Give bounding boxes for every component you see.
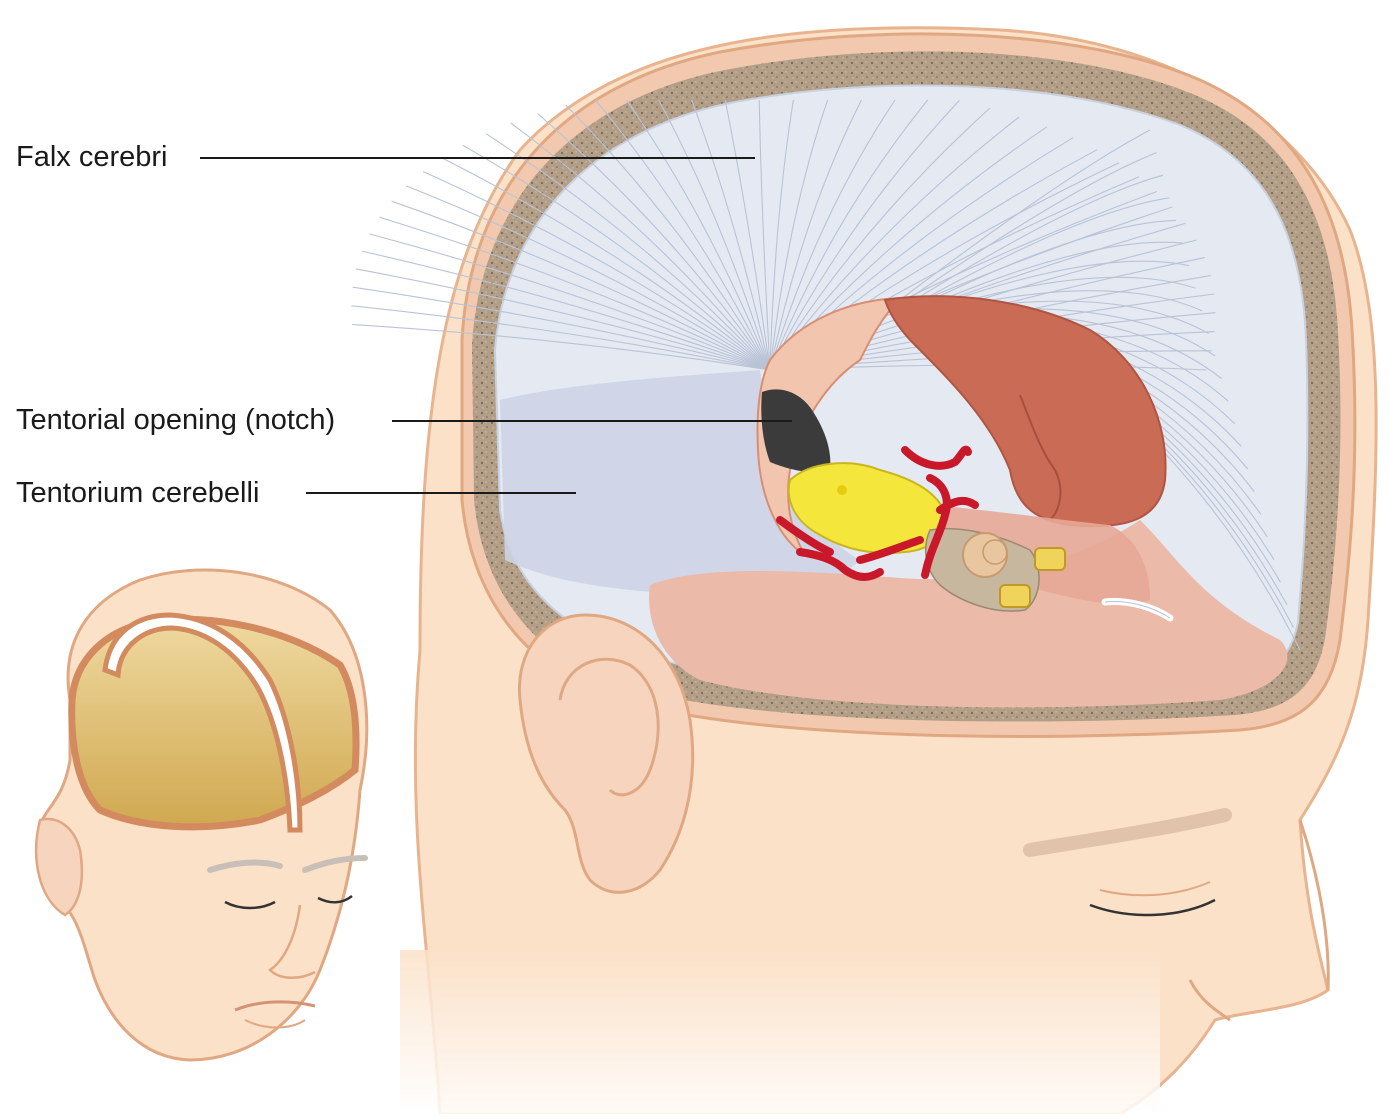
large-head xyxy=(351,26,1378,1116)
small-head xyxy=(34,568,369,1062)
falx-fiber xyxy=(369,233,771,371)
falx-fiber xyxy=(441,157,771,371)
pituitary-dot xyxy=(837,485,847,495)
small-ear xyxy=(34,817,84,917)
falx-fiber xyxy=(462,144,771,371)
falx-fiber xyxy=(769,99,829,371)
falx-fiber xyxy=(691,99,771,371)
falx-fiber xyxy=(769,99,794,371)
venous-sinus-outline xyxy=(1104,601,1171,619)
small-nose xyxy=(268,904,316,979)
falx-fiber xyxy=(595,99,771,371)
falx-fiber xyxy=(758,99,771,371)
neck-fade xyxy=(400,950,1160,1114)
falx-fiber xyxy=(379,216,771,371)
small-falx-arch xyxy=(102,612,303,833)
falx-fiber xyxy=(510,122,771,371)
small-eye-right xyxy=(317,894,353,904)
nose-line xyxy=(1298,819,1330,991)
falx-fiber xyxy=(626,99,771,371)
falx-fiber xyxy=(351,305,771,371)
falx-fiber xyxy=(769,99,862,371)
falx-fiber xyxy=(391,200,771,371)
falx-fiber xyxy=(769,99,929,371)
falx-fiber xyxy=(565,104,771,371)
falx-fiber xyxy=(920,219,1177,306)
small-eye-left xyxy=(224,900,276,910)
label-tentorial-opening: Tentorial opening (notch) xyxy=(16,404,336,436)
nerve-stump-2 xyxy=(999,584,1031,608)
leader-tentorial-opening xyxy=(392,420,792,422)
small-mouth xyxy=(234,1000,316,1012)
falx-fiber xyxy=(899,129,1151,301)
falx-fiber xyxy=(769,107,991,371)
falx-fiber xyxy=(355,268,771,371)
falx-fiber xyxy=(904,152,1157,302)
falx-fiber xyxy=(915,197,1170,305)
falx-fiber xyxy=(769,99,896,371)
falx-fiber xyxy=(925,241,1183,308)
label-falx-cerebri: Falx cerebri xyxy=(16,141,168,173)
falx-fiber xyxy=(405,185,771,371)
eyebrow xyxy=(1023,808,1232,857)
falx-fiber xyxy=(769,100,960,371)
falx-fiber xyxy=(910,174,1164,304)
ear-inner xyxy=(558,657,660,797)
cheek-line xyxy=(1188,979,1231,1022)
leader-tentorium-cerebelli xyxy=(306,492,576,494)
falx-fiber xyxy=(352,286,771,371)
small-eyebrow-left xyxy=(207,859,283,873)
arteries xyxy=(776,445,979,581)
closed-eye xyxy=(1089,898,1216,917)
pons-inner xyxy=(982,539,1008,565)
falx-fiber xyxy=(361,250,771,371)
falx-fiber xyxy=(352,324,771,371)
falx-fiber xyxy=(724,99,771,371)
pons-circle xyxy=(962,532,1008,578)
falx-fiber xyxy=(537,113,771,371)
leader-falx-cerebri xyxy=(200,157,755,159)
falx-fiber xyxy=(658,99,771,371)
falx-fiber xyxy=(931,260,1190,309)
nerve-stump-1 xyxy=(1034,547,1066,571)
eyelid-crease xyxy=(1099,881,1211,897)
label-tentorium-cerebelli: Tentorium cerebelli xyxy=(16,477,260,509)
small-eyebrow-right xyxy=(302,855,368,873)
falx-fiber xyxy=(422,170,771,371)
small-lip xyxy=(244,1019,306,1029)
falx-fiber xyxy=(485,133,771,371)
cerebrum-groove xyxy=(1019,394,1062,521)
tentorial-opening xyxy=(761,389,831,473)
